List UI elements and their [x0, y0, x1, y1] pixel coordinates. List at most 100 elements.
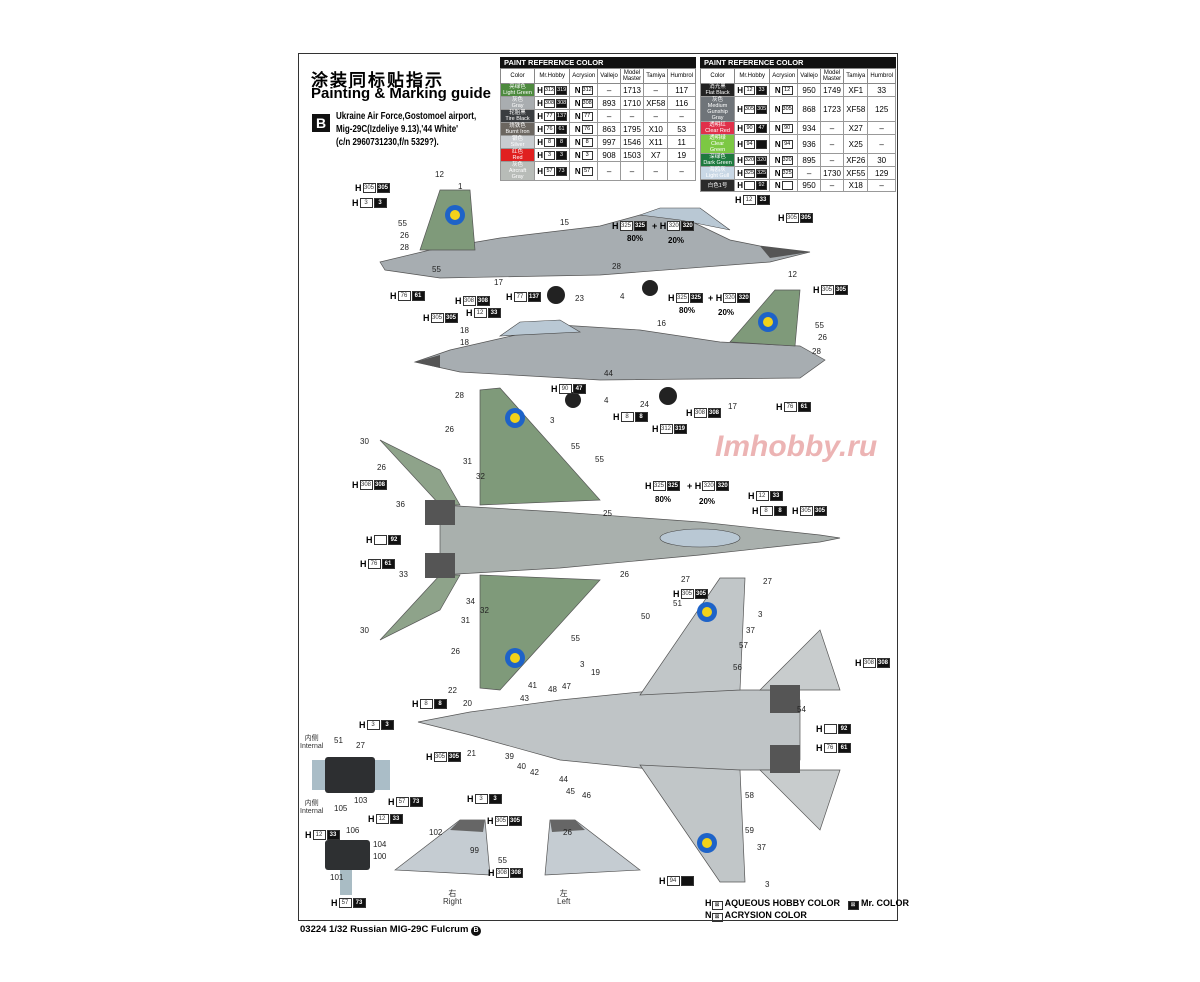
- part-number-label: 55: [432, 265, 441, 274]
- part-number-label: 24: [640, 400, 649, 409]
- part-number-label: 37: [757, 843, 766, 852]
- desc-line: (c/n 2960731230,f/n 5329?).: [336, 137, 439, 148]
- footer-variant-badge: B: [471, 926, 482, 936]
- part-number-label: 101: [330, 873, 344, 882]
- vallejo-cell: 950: [797, 179, 821, 192]
- part-number-label: 3: [550, 416, 555, 425]
- part-number-label: 30: [360, 626, 369, 635]
- tamiya-cell: X18: [843, 179, 869, 192]
- part-number-label: 28: [400, 243, 409, 252]
- part-number-label: 26: [451, 647, 460, 656]
- part-number-label: 15: [560, 218, 569, 227]
- paint-table-caption: PAINT REFERENCE COLOR: [700, 57, 896, 68]
- watermark: Imhobby.ru: [715, 430, 878, 463]
- part-number-label: 31: [463, 457, 472, 466]
- part-number-label: 26: [620, 570, 629, 579]
- desc-line: Ukraine Air Force,Gostomoel airport,: [336, 111, 477, 122]
- page-frame: [298, 53, 898, 921]
- model-master-cell: 1795: [619, 122, 645, 136]
- mix-percent: 80%: [679, 306, 696, 315]
- part-number-label: 54: [797, 705, 806, 714]
- part-number-label: 28: [812, 347, 821, 356]
- part-number-label: 27: [681, 575, 690, 584]
- mix-percent: 20%: [699, 497, 716, 506]
- title-chinese: 涂装同标贴指示: [311, 71, 444, 90]
- part-number-label: 55: [595, 455, 604, 464]
- column-header: Tamiya: [843, 68, 869, 84]
- column-header: Humbrol: [867, 68, 896, 84]
- instrument-panel-view: [325, 840, 370, 895]
- side-view-right: [413, 289, 826, 408]
- mix-percent: 20%: [668, 236, 685, 245]
- part-number-label: 34: [466, 597, 475, 606]
- part-number-label: 4: [604, 396, 609, 405]
- part-number-label: 3: [765, 880, 770, 889]
- mix-percent: 20%: [718, 308, 735, 317]
- part-number-label: 55: [815, 321, 824, 330]
- bottom-view: [417, 577, 841, 883]
- part-number-label: 47: [562, 682, 571, 691]
- tamiya-cell: –: [643, 161, 669, 181]
- part-number-label: 28: [455, 391, 464, 400]
- part-number-label: 103: [354, 796, 368, 805]
- humbrol-cell: –: [667, 161, 696, 181]
- part-number-label: 106: [346, 826, 360, 835]
- part-number-label: 56: [733, 663, 742, 672]
- mix-percent: 80%: [627, 234, 644, 243]
- model-master-cell: 1723: [819, 96, 845, 122]
- part-number-label: 30: [360, 437, 369, 446]
- part-number-label: 18: [460, 326, 469, 335]
- desc-line: Mig-29C(Izdeliye 9.13),'44 White': [336, 124, 459, 135]
- part-number-label: 25: [603, 509, 612, 518]
- part-number-label: 27: [763, 577, 772, 586]
- part-number-label: 18: [460, 338, 469, 347]
- part-number-label: 31: [461, 616, 470, 625]
- part-number-label: 3: [758, 610, 763, 619]
